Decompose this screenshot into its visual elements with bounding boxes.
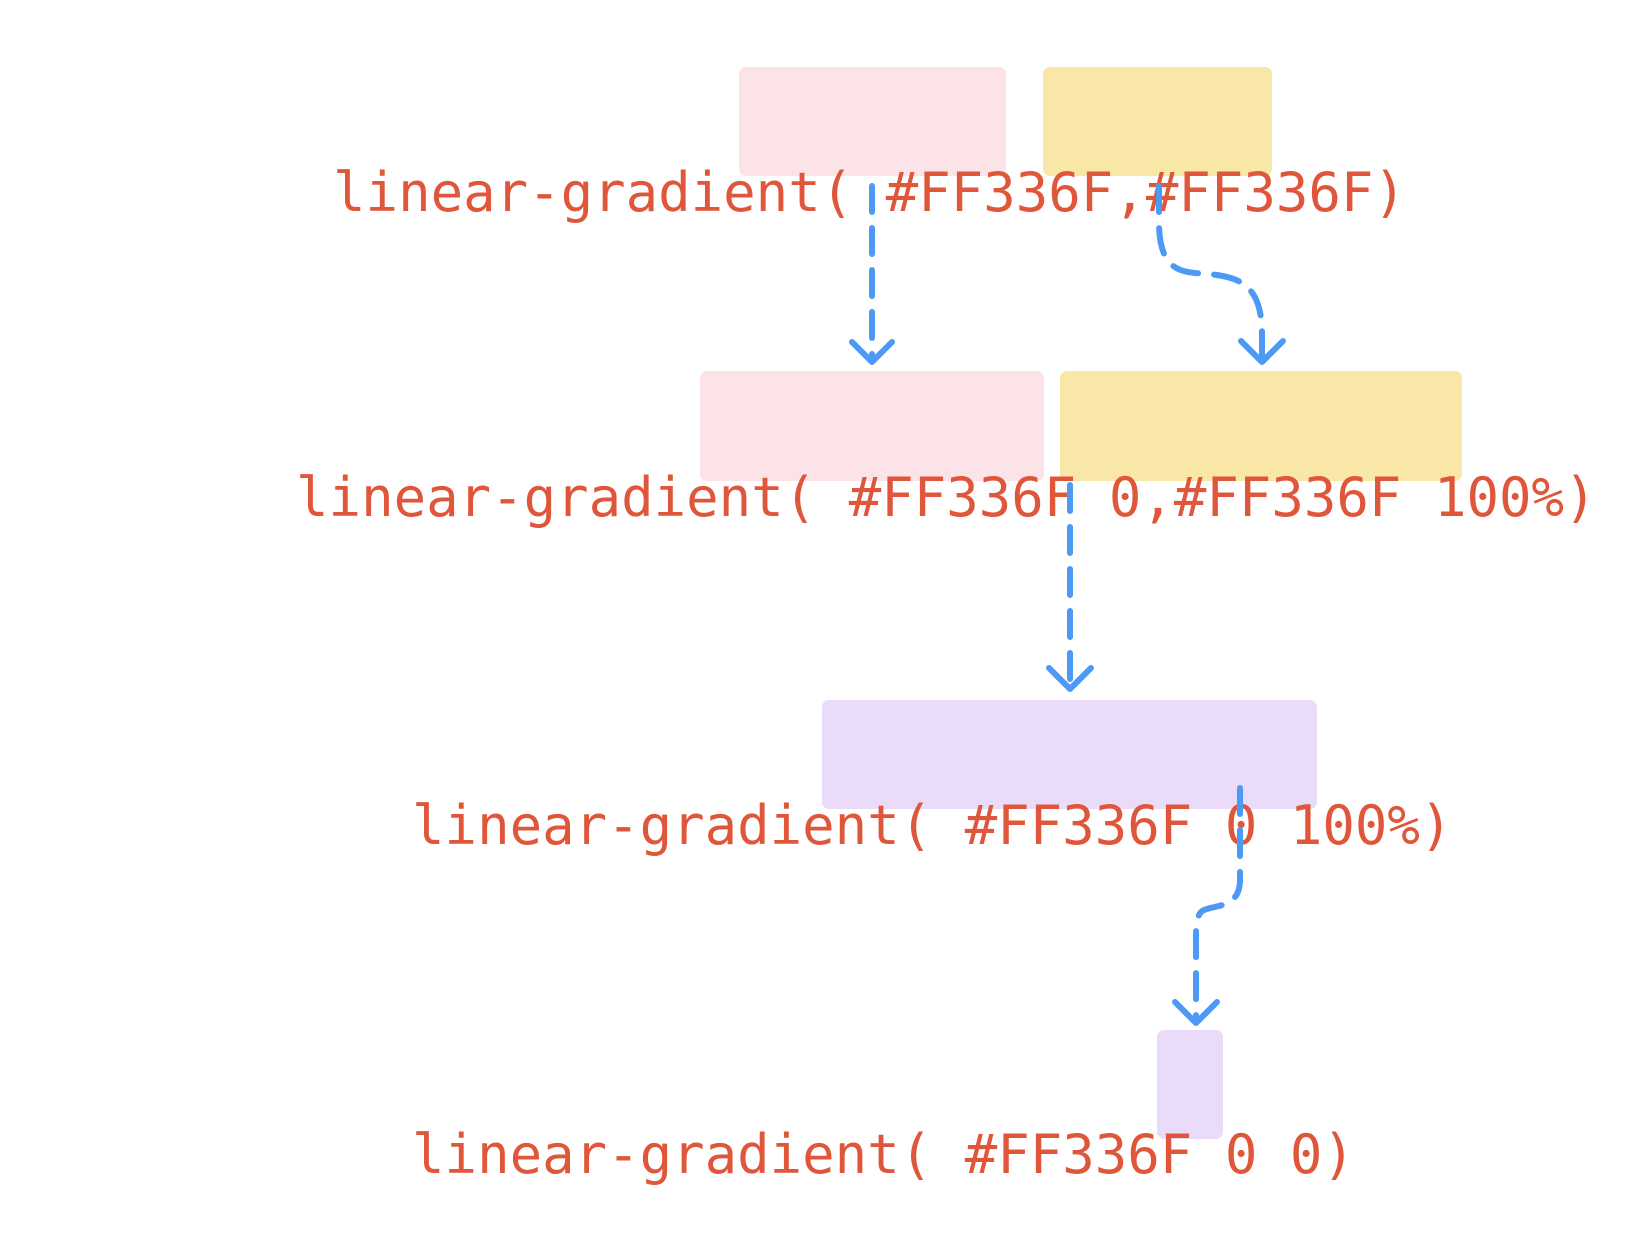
arrows-layer — [849, 183, 1286, 1026]
line-2-second-stop-highlight — [1060, 371, 1462, 481]
code-line-2: linear-gradient( #FF336F 0,#FF336F 100%) — [166, 393, 1596, 529]
second-color-stop: #FF336F 100% — [1173, 466, 1564, 529]
closing-paren: ) — [1419, 794, 1453, 857]
arrow-second-stop-to-line-2 — [1156, 183, 1265, 360]
first-color-stop: #FF336F — [885, 161, 1114, 224]
closing-paren: ) — [1322, 1123, 1355, 1186]
second-color-stop: #FF336F — [1145, 161, 1374, 224]
line-3-merged-stop-highlight — [822, 700, 1317, 809]
arrowhead-4 — [1172, 999, 1220, 1026]
function-prefix: linear-gradient( — [412, 794, 965, 857]
code-line-1: linear-gradient( #FF336F,#FF336F) — [203, 88, 1406, 224]
code-line-3: linear-gradient( #FF336F 0 100%) — [282, 721, 1452, 857]
line-2-first-stop-highlight — [700, 371, 1044, 481]
arrow-line-3-to-line-4 — [1192, 785, 1243, 1020]
code-line-4: linear-gradient( #FF336F 0 0) — [282, 1050, 1355, 1186]
line-4-last-zero-highlight — [1157, 1030, 1223, 1139]
line-1-second-stop-highlight — [1043, 67, 1272, 176]
arrowhead-2 — [1238, 338, 1286, 365]
first-color-stop: #FF336F 0 — [848, 466, 1142, 529]
zero-position: 0 — [1289, 1123, 1323, 1186]
comma: , — [1113, 161, 1146, 224]
closing-paren: ) — [1564, 466, 1597, 529]
function-prefix: linear-gradient( — [333, 161, 886, 224]
function-prefix: linear-gradient( — [412, 1123, 965, 1186]
comma: , — [1141, 466, 1174, 529]
color-and-first-position: #FF336F 0 — [964, 1123, 1290, 1186]
diagram-canvas: linear-gradient( #FF336F,#FF336F) linear… — [166, 67, 1597, 1186]
closing-paren: ) — [1373, 161, 1406, 224]
merged-color-stop: #FF336F 0 100% — [964, 794, 1420, 857]
function-prefix: linear-gradient( — [296, 466, 849, 529]
arrowhead-1 — [849, 339, 895, 365]
arrowhead-3 — [1046, 665, 1094, 692]
line-1-first-stop-highlight — [739, 67, 1006, 176]
